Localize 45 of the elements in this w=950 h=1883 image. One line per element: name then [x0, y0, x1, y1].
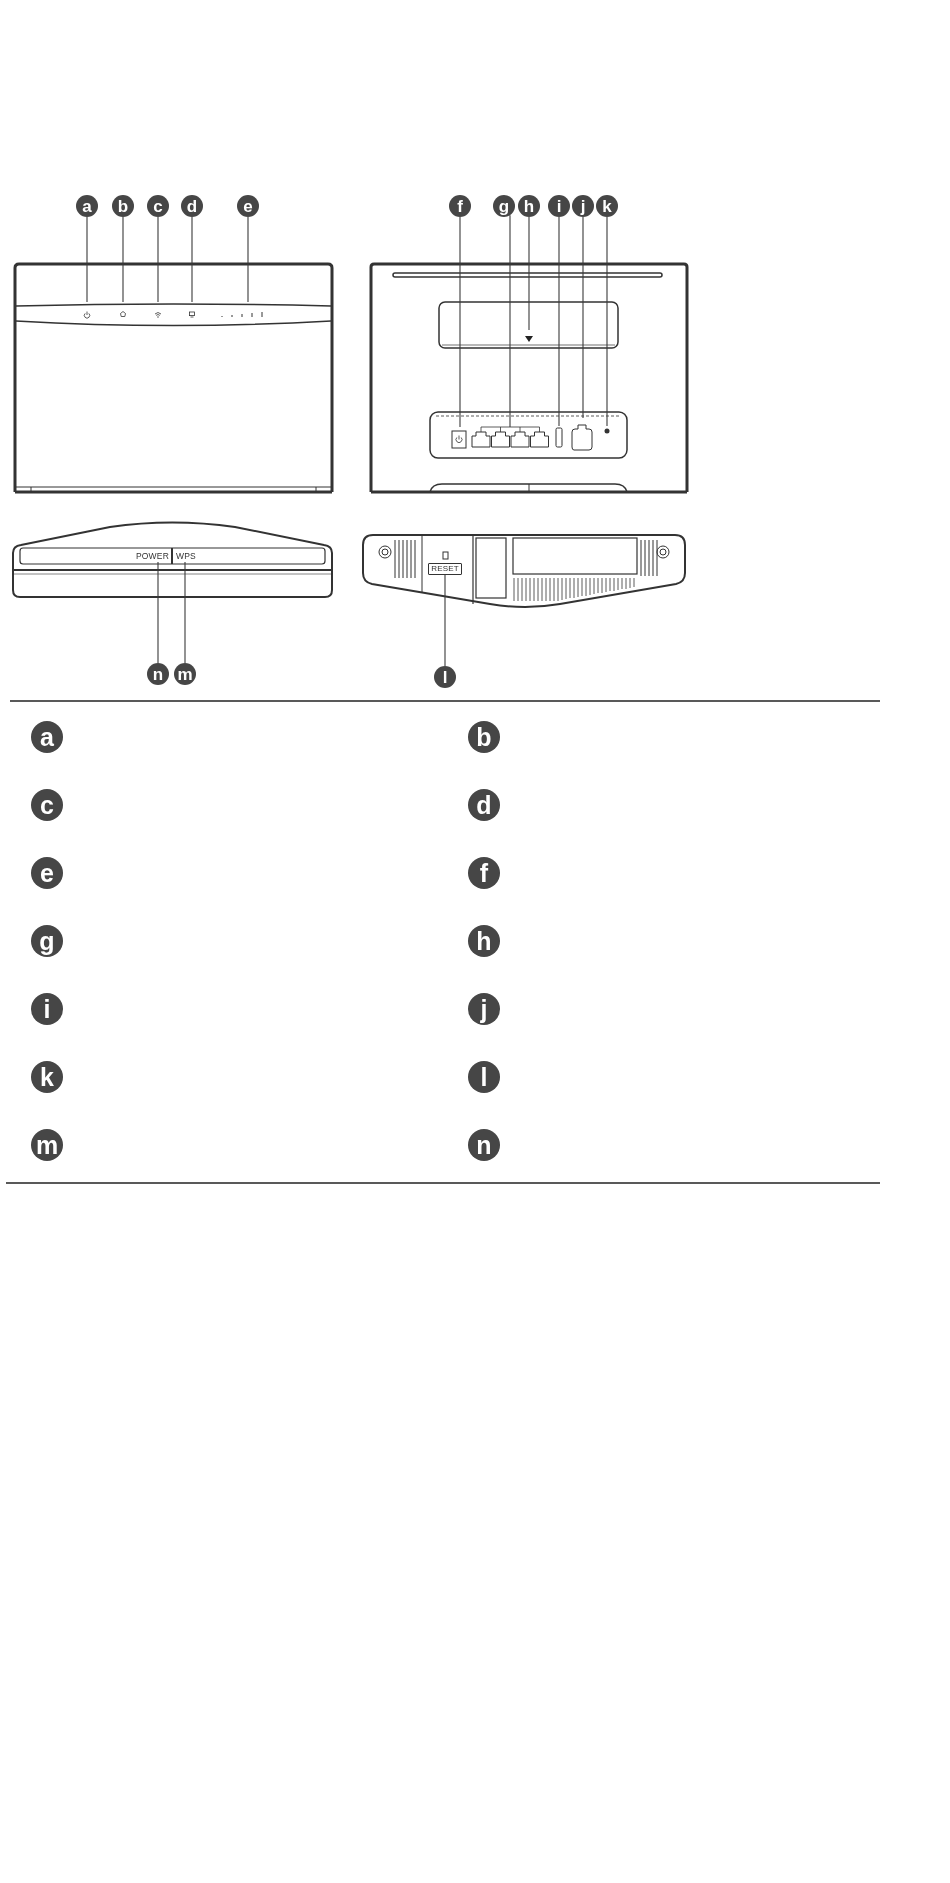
callout-number: b — [468, 721, 500, 753]
callout-number: e — [31, 857, 63, 889]
callout-number: i — [31, 993, 63, 1025]
label-plate: RESET — [428, 563, 462, 575]
callout-number: f — [449, 195, 471, 217]
callout-number: g — [493, 195, 515, 217]
callout-number: a — [76, 195, 98, 217]
callout-number: l — [468, 1061, 500, 1093]
callout-number: b — [112, 195, 134, 217]
leader-line — [444, 574, 446, 667]
callout-number: d — [468, 789, 500, 821]
leader-line — [582, 216, 584, 419]
leader-line — [459, 216, 461, 428]
callout-number: l — [434, 666, 456, 688]
callout-number: k — [596, 195, 618, 217]
callout-number: j — [572, 195, 594, 217]
leader-line — [606, 216, 608, 427]
callout-number: f — [468, 857, 500, 889]
leader-line — [509, 214, 511, 428]
leader-line — [191, 216, 193, 303]
callout-number: m — [174, 663, 196, 685]
callout-number: c — [31, 789, 63, 821]
callout-number: j — [468, 993, 500, 1025]
callout-number: i — [548, 195, 570, 217]
callout-number: h — [518, 195, 540, 217]
printed-label: WPS — [175, 550, 197, 562]
callout-number: d — [181, 195, 203, 217]
leader-line — [184, 561, 186, 664]
callout-number: g — [31, 925, 63, 957]
callout-number: a — [31, 721, 63, 753]
leader-line — [247, 216, 249, 303]
callout-number: k — [31, 1061, 63, 1093]
callout-number: c — [147, 195, 169, 217]
leader-line — [558, 216, 560, 427]
callout-number: n — [468, 1129, 500, 1161]
leader-line — [528, 216, 530, 331]
leader-line — [122, 216, 124, 303]
callout-number: h — [468, 925, 500, 957]
leader-line — [86, 216, 88, 303]
callout-number: e — [237, 195, 259, 217]
leader-line — [157, 216, 159, 303]
printed-label: POWER — [135, 550, 170, 562]
callout-number: m — [31, 1129, 63, 1161]
leader-line — [157, 561, 159, 664]
callout-number: n — [147, 663, 169, 685]
